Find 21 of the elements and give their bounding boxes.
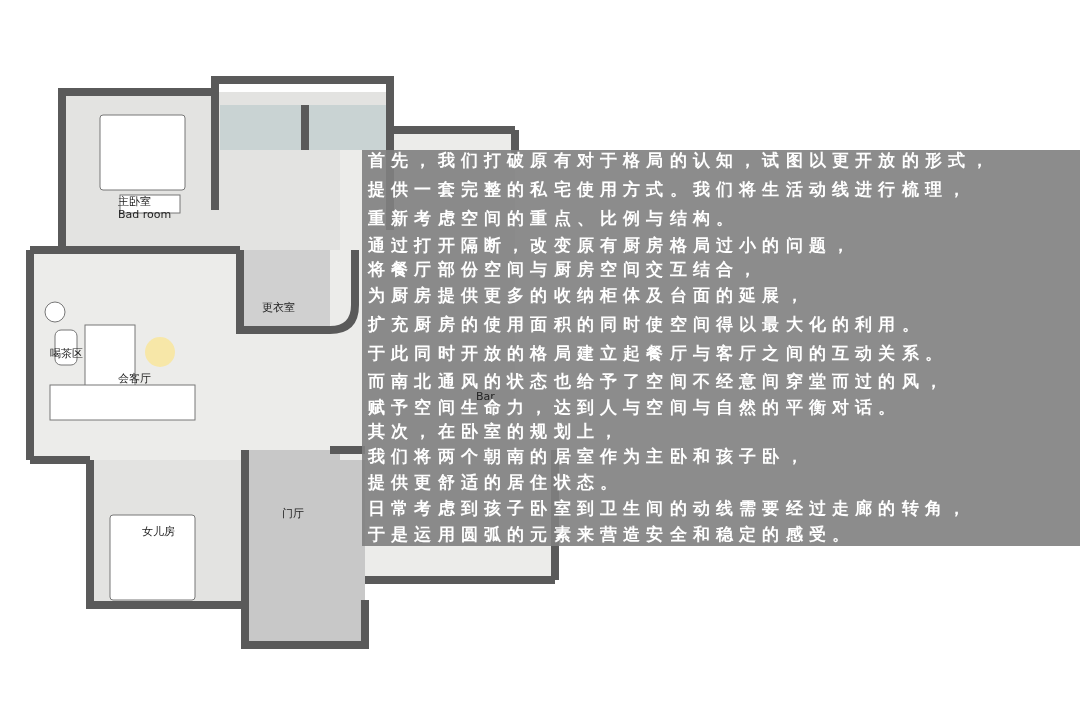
room-label: 主卧室	[118, 196, 151, 207]
text-line: 而南北通风的状态也给予了空间不经意间穿堂而过的风，	[368, 371, 948, 391]
text-line: 通过打开隔断，改变原有厨房格局过小的问题，	[368, 235, 856, 255]
text-line: 将餐厅部份空间与厨房空间交互结合，	[368, 259, 763, 279]
text-line: 为厨房提供更多的收纳柜体及台面的延展，	[368, 285, 809, 305]
text-line: 提供更舒适的居住状态。	[368, 472, 624, 492]
room-label: 喝茶区	[50, 348, 83, 359]
text-line: 重新考虑空间的重点、比例与结构。	[368, 208, 740, 228]
text-line: 我们将两个朝南的居室作为主卧和孩子卧，	[368, 446, 809, 466]
room-label: 女儿房	[142, 526, 175, 537]
text-line: 日常考虑到孩子卧室到卫生间的动线需要经过走廊的转角，	[368, 498, 972, 518]
room-label: 门厅	[282, 508, 304, 519]
text-line: 于是运用圆弧的元素来营造安全和稳定的感受。	[368, 524, 856, 544]
text-line: 于此同时开放的格局建立起餐厅与客厅之间的互动关系。	[368, 343, 948, 363]
text-line: 首先，我们打破原有对于格局的认知，试图以更开放的形式，	[368, 150, 995, 170]
text-line: 其次，在卧室的规划上，	[368, 421, 624, 441]
text-line: 扩充厨房的使用面积的同时使空间得以最大化的利用。	[368, 314, 925, 334]
room-label: Bad room	[118, 209, 172, 220]
room-label: 会客厅	[118, 373, 151, 384]
room-label: 更衣室	[262, 302, 295, 313]
text-line: 提供一套完整的私宅使用方式。我们将生活动线进行梳理，	[368, 179, 972, 199]
